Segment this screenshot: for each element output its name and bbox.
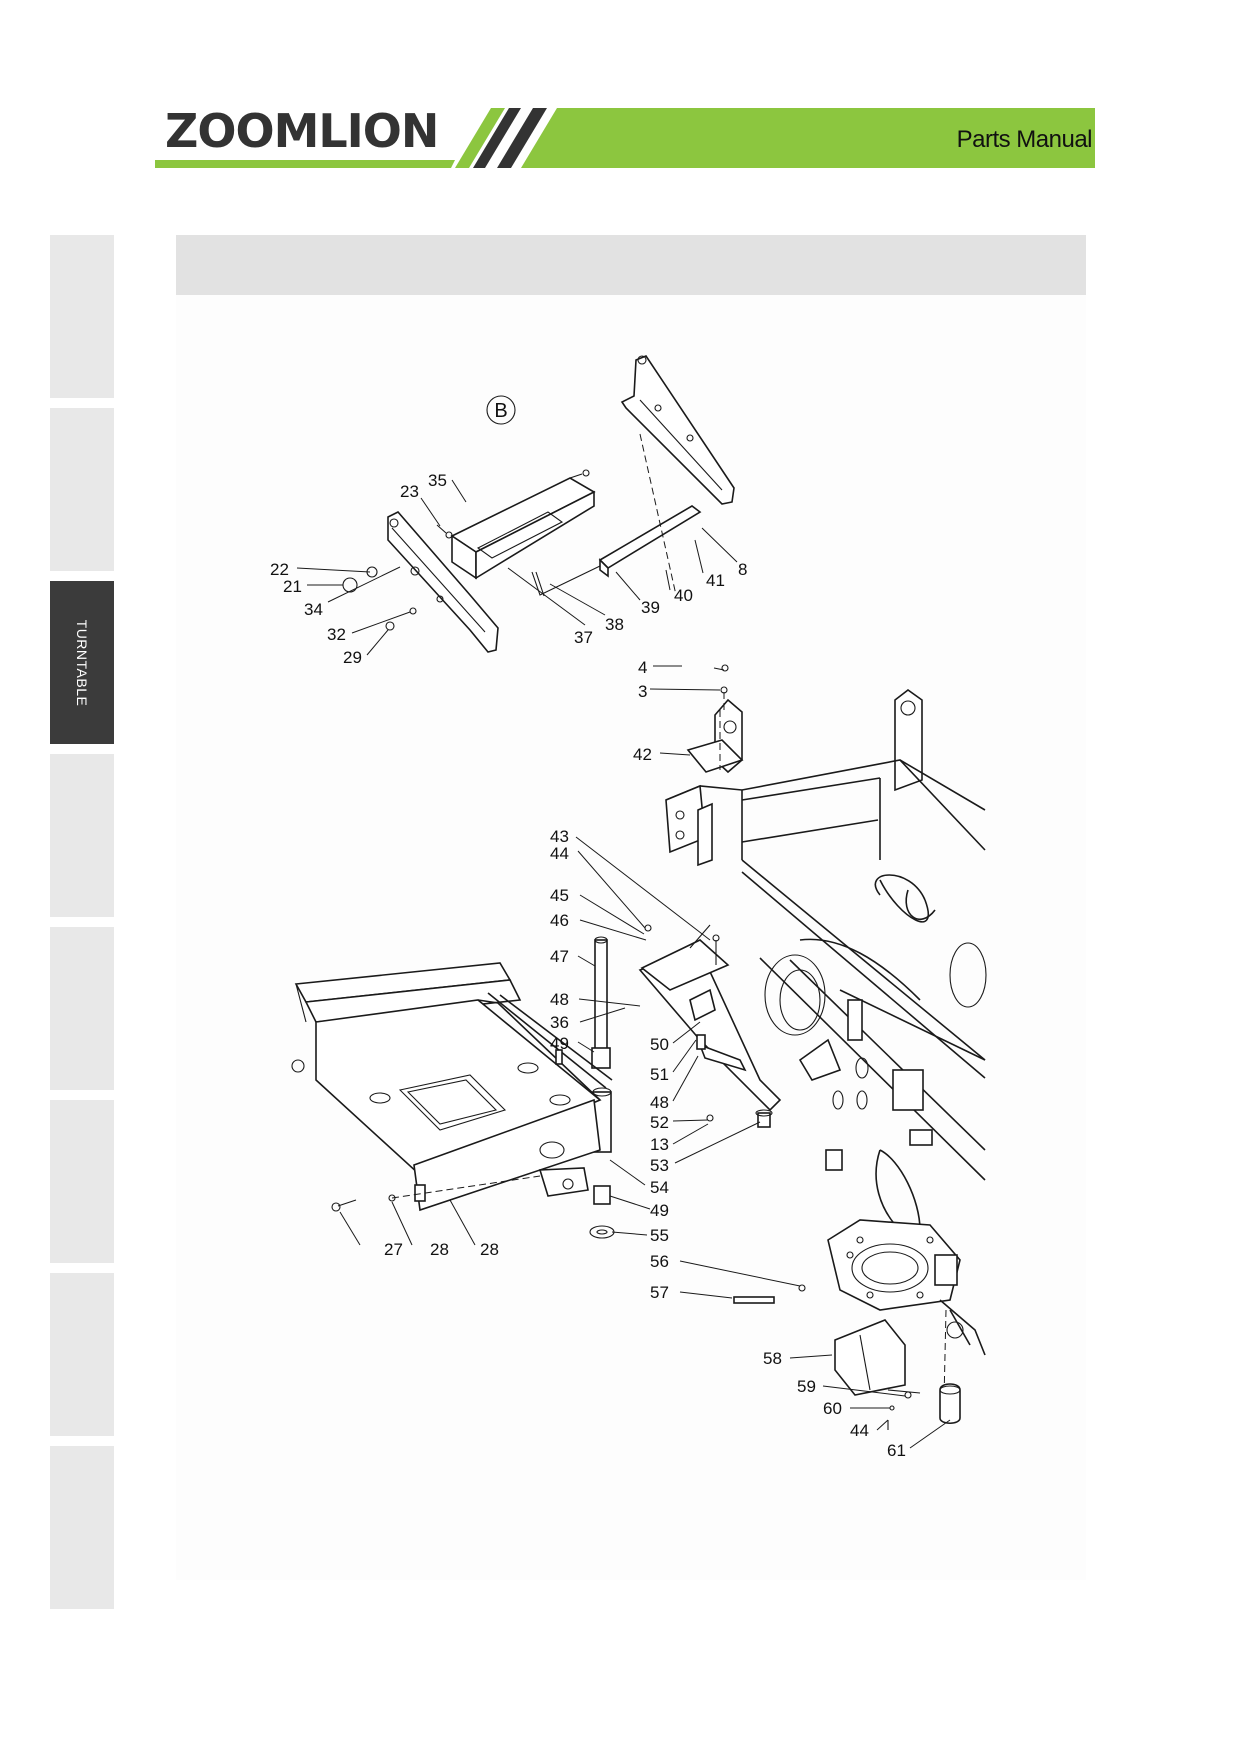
- svg-text:50: 50: [650, 1035, 669, 1054]
- svg-text:43: 43: [550, 827, 569, 846]
- svg-text:39: 39: [641, 598, 660, 617]
- svg-text:60: 60: [823, 1399, 842, 1418]
- header-green-underline: [155, 160, 455, 168]
- svg-text:28: 28: [430, 1240, 449, 1259]
- svg-text:57: 57: [650, 1283, 669, 1302]
- manual-title: Parts Manual: [956, 126, 1093, 153]
- platform: [291, 962, 613, 1212]
- svg-text:48: 48: [650, 1093, 669, 1112]
- svg-text:21: 21: [283, 577, 302, 596]
- svg-text:35: 35: [428, 471, 447, 490]
- svg-text:44: 44: [850, 1421, 869, 1440]
- svg-text:3: 3: [638, 682, 647, 701]
- svg-text:36: 36: [550, 1013, 569, 1032]
- svg-text:58: 58: [763, 1349, 782, 1368]
- svg-text:49: 49: [650, 1201, 669, 1220]
- side-tab-2[interactable]: [50, 408, 114, 571]
- header-green-band: [521, 108, 1095, 168]
- svg-text:13: 13: [650, 1135, 669, 1154]
- svg-text:B: B: [494, 400, 507, 422]
- detail-b-parts: [342, 355, 735, 653]
- svg-text:41: 41: [706, 571, 725, 590]
- svg-text:52: 52: [650, 1113, 669, 1132]
- svg-text:22: 22: [270, 560, 289, 579]
- main-leaders: [339, 665, 951, 1449]
- side-tab-turntable[interactable]: TURNTABLE: [50, 581, 114, 744]
- svg-text:59: 59: [797, 1377, 816, 1396]
- turntable-frame: [665, 689, 987, 1401]
- detail-b-leaders: [296, 479, 738, 656]
- svg-text:32: 32: [327, 625, 346, 644]
- svg-text:44: 44: [550, 844, 569, 863]
- header-stripe-dark-2: [497, 108, 547, 168]
- detail-b-marker: B: [486, 395, 516, 425]
- svg-text:28: 28: [480, 1240, 499, 1259]
- svg-text:38: 38: [605, 615, 624, 634]
- header-stripe-dark-1: [473, 108, 521, 168]
- svg-text:55: 55: [650, 1226, 669, 1245]
- svg-text:46: 46: [550, 911, 569, 930]
- svg-text:61: 61: [887, 1441, 906, 1460]
- hardware-pins: [589, 664, 961, 1430]
- svg-text:40: 40: [674, 586, 693, 605]
- svg-text:34: 34: [304, 600, 323, 619]
- svg-text:37: 37: [574, 628, 593, 647]
- svg-text:27: 27: [384, 1240, 403, 1259]
- svg-text:29: 29: [343, 648, 362, 667]
- header-stripe-green: [455, 108, 505, 168]
- svg-text:4: 4: [638, 658, 647, 677]
- svg-text:45: 45: [550, 886, 569, 905]
- side-tab-4[interactable]: [50, 754, 114, 917]
- side-tab-5[interactable]: [50, 927, 114, 1090]
- svg-text:49: 49: [550, 1034, 569, 1053]
- svg-text:54: 54: [650, 1178, 669, 1197]
- svg-text:53: 53: [650, 1156, 669, 1175]
- svg-text:48: 48: [550, 990, 569, 1009]
- side-tab-6[interactable]: [50, 1100, 114, 1263]
- brand-logo: ZOOMLION: [165, 104, 439, 158]
- header-band: [155, 108, 1095, 168]
- side-tab-7[interactable]: [50, 1273, 114, 1436]
- svg-text:56: 56: [650, 1252, 669, 1271]
- svg-text:51: 51: [650, 1065, 669, 1084]
- svg-text:8: 8: [738, 560, 747, 579]
- section-title-bar: [176, 235, 1086, 295]
- svg-text:47: 47: [550, 947, 569, 966]
- callout-labels: 22 21 34 32 29 23 35 37 38 39 40 41 8 4 …: [270, 471, 906, 1460]
- content-area: [176, 295, 1086, 1580]
- svg-text:23: 23: [400, 482, 419, 501]
- side-tab-1[interactable]: [50, 235, 114, 398]
- svg-text:42: 42: [633, 745, 652, 764]
- side-tab-8[interactable]: [50, 1446, 114, 1609]
